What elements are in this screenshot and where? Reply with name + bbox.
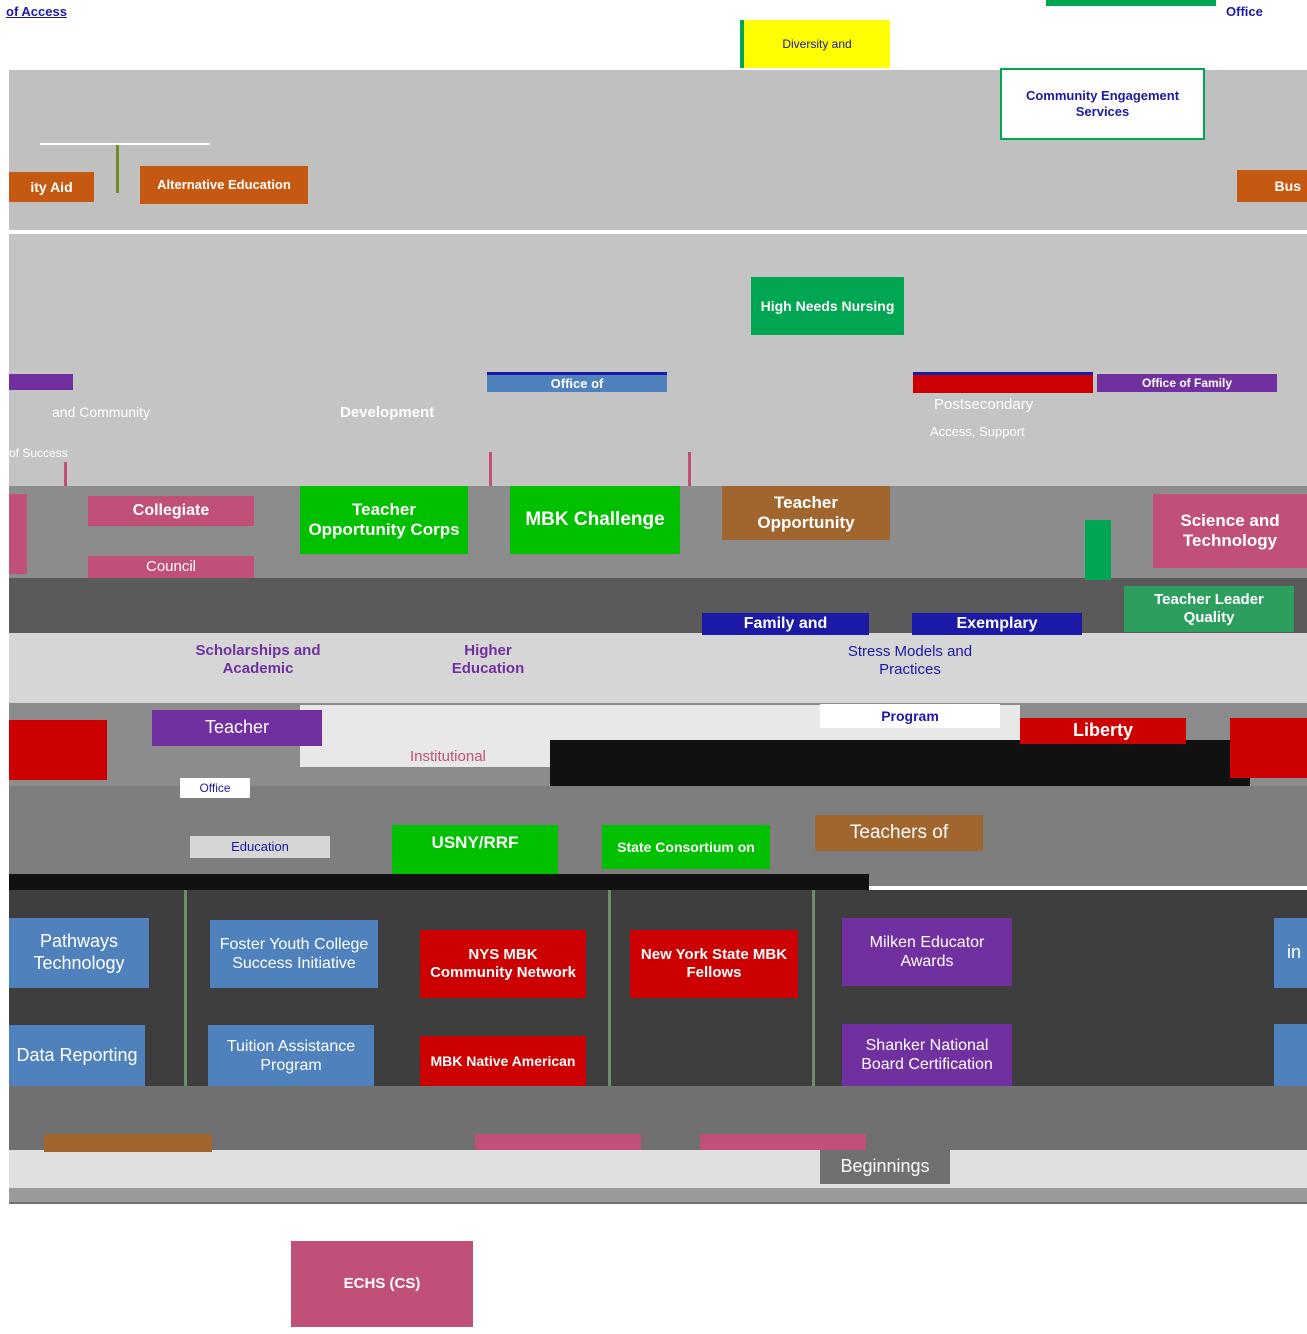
top-connector — [116, 143, 119, 193]
shanker-box[interactable]: Shanker National Board Certification — [842, 1024, 1012, 1086]
echs-cs-box[interactable]: ECHS (CS) — [291, 1241, 473, 1327]
bottom-white-area — [0, 1204, 1307, 1334]
red-tab — [913, 372, 1093, 393]
pathways-technology-box[interactable]: Pathways Technology — [9, 918, 149, 988]
grid-vline-1 — [184, 890, 187, 1086]
teachers-of-box[interactable]: Teachers of — [815, 815, 983, 851]
postsecondary-label: Postsecondary — [934, 396, 1034, 413]
office-of-box[interactable]: Office of — [487, 372, 667, 392]
conn-v2 — [688, 452, 691, 492]
science-technology-box[interactable]: Science and Technology — [1153, 494, 1307, 568]
footer-pink-stub-1 — [475, 1134, 641, 1150]
stress-models-box[interactable]: Stress Models and Practices — [820, 636, 1000, 686]
exemplary-box[interactable]: Exemplary — [912, 613, 1082, 635]
mbk-challenge-box[interactable]: MBK Challenge — [510, 486, 680, 554]
pink-left-stub — [9, 494, 27, 574]
milken-educator-awards-box[interactable]: Milken Educator Awards — [842, 918, 1012, 986]
mbk-native-american-box[interactable]: MBK Native American — [420, 1036, 586, 1086]
community-engagement-box[interactable]: Community Engagement Services — [1000, 68, 1205, 140]
and-community-label: and Community — [52, 404, 151, 420]
council-box[interactable]: Council — [88, 556, 254, 578]
purple-tab-left — [9, 374, 73, 390]
office-of-family-box[interactable]: Office of Family — [1097, 374, 1277, 392]
teacher-leader-quality-box[interactable]: Teacher Leader Quality — [1124, 586, 1294, 632]
family-and-box[interactable]: Family and — [702, 613, 869, 635]
green-strip-mid — [1085, 520, 1111, 580]
teacher-purple-box[interactable]: Teacher — [152, 710, 322, 746]
access-support-label: Access, Support — [930, 424, 1025, 439]
teacher-opportunity-brown-box[interactable]: Teacher Opportunity — [722, 486, 890, 540]
beginnings-box[interactable]: Beginnings — [820, 1150, 950, 1184]
grid-vline-3 — [812, 890, 815, 1086]
top-connector-h — [40, 143, 210, 145]
tuition-assistance-box[interactable]: Tuition Assistance Program — [208, 1025, 374, 1087]
grid-vline-2 — [608, 890, 611, 1086]
high-needs-nursing-box[interactable]: High Needs Nursing — [751, 277, 904, 335]
right-edge-box-2[interactable] — [1274, 1024, 1307, 1086]
footer-pink-stub-2 — [700, 1134, 866, 1150]
institutional-label: Institutional — [410, 748, 486, 765]
education-label-box[interactable]: Education — [190, 836, 330, 858]
teacher-opportunity-corps-box[interactable]: Teacher Opportunity Corps — [300, 486, 468, 554]
state-consortium-box[interactable]: State Consortium on — [602, 825, 770, 869]
footer-light-strip — [9, 1150, 1307, 1188]
diversity-box[interactable]: Diversity and — [740, 20, 890, 68]
middle-black — [550, 740, 1250, 786]
conn-v3 — [64, 462, 67, 502]
alternative-education-box[interactable]: Alternative Education — [140, 166, 308, 204]
middle-dark-1 — [9, 578, 1307, 633]
collegiate-box[interactable]: Collegiate — [88, 496, 254, 526]
footer-gray-strip — [9, 1188, 1307, 1202]
header-strip: of Access Office Diversity and — [0, 0, 1307, 70]
higher-education-box[interactable]: Higher Education — [420, 634, 556, 686]
red-right-stub — [1230, 718, 1307, 778]
red-left-stub — [9, 720, 107, 780]
header-left-label: of Access — [6, 4, 67, 19]
nursing-band — [9, 234, 1307, 374]
foster-youth-box[interactable]: Foster Youth College Success Initiative — [210, 920, 378, 988]
footer-brown-stub — [44, 1134, 212, 1152]
scholarships-box[interactable]: Scholarships and Academic — [170, 634, 346, 686]
program-box[interactable]: Program — [820, 704, 1000, 728]
header-green-bar — [1046, 0, 1216, 6]
nys-mbk-fellows-box[interactable]: New York State MBK Fellows — [630, 930, 798, 998]
bus-box[interactable]: Bus — [1237, 170, 1307, 202]
right-edge-box-1[interactable]: in — [1274, 918, 1307, 988]
black-strip-lower — [9, 874, 869, 890]
aid-box[interactable]: ity Aid — [9, 172, 94, 202]
band1-bottom-line — [9, 230, 1307, 232]
conn-v1 — [489, 452, 492, 492]
nys-mbk-community-network-box[interactable]: NYS MBK Community Network — [420, 930, 586, 998]
office-box[interactable]: Office — [180, 778, 250, 798]
development-label: Development — [340, 404, 435, 421]
liberty-box[interactable]: Liberty — [1020, 718, 1186, 744]
header-right-label: Office — [1226, 4, 1263, 19]
data-reporting-box[interactable]: Data Reporting — [9, 1025, 145, 1087]
of-success-label: of Success — [9, 446, 68, 460]
